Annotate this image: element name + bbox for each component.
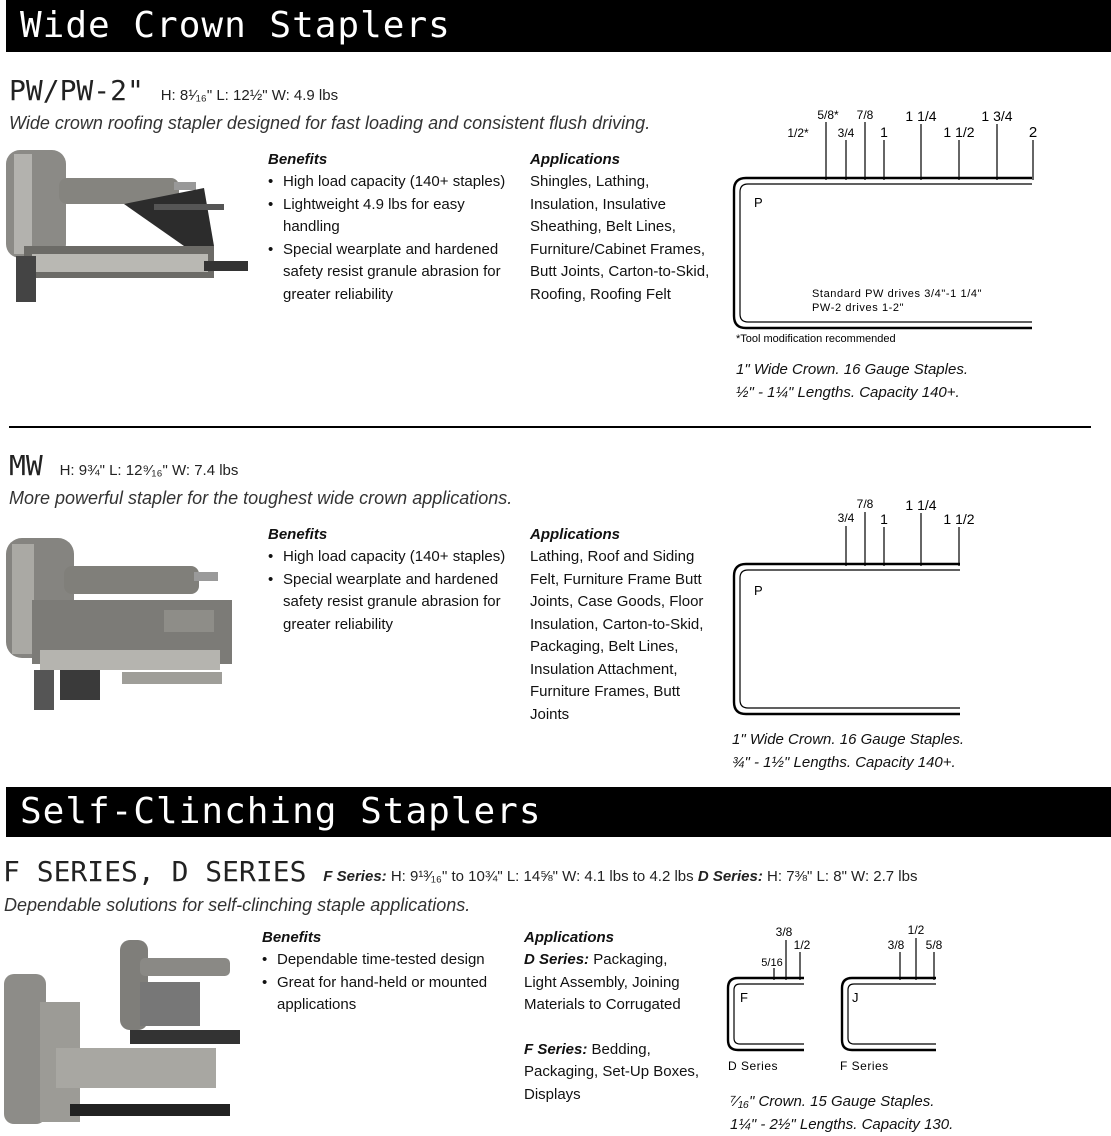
pw-applications: Applications Shingles, Lathing, Insulati…: [530, 149, 716, 306]
f-series-label: F Series: [840, 1059, 889, 1073]
mw-benefits-heading: Benefits: [268, 526, 328, 543]
d-series-label: D Series: [728, 1059, 778, 1073]
staple-letter: J: [852, 990, 859, 1005]
pw-staple-diagram: 1/2* 5/8* 3/4 7/8 1 1 1/4 1 1/2 1 3/4 2 …: [732, 108, 1037, 345]
staple-size-label: 1/2*: [787, 126, 809, 140]
list-item: Lightweight 4.9 lbs for easy handling: [268, 194, 518, 239]
fd-app-d: D Series: Packaging, Light Assembly, Joi…: [524, 949, 704, 1017]
staple-size-label: 1 3/4: [981, 108, 1012, 124]
staple-size-label: 5/8*: [817, 108, 839, 122]
staple-size-label: 5/16: [761, 957, 782, 969]
pw-stapler-photo: [6, 150, 248, 302]
staple-size-label: 1 1/2: [943, 124, 974, 140]
mw-title: MW H: 9¾" L: 12⁹⁄₁₆" W: 7.4 lbs: [9, 449, 238, 482]
mw-applications: Applications Lathing, Roof and Siding Fe…: [530, 524, 714, 726]
pw-applications-text: Shingles, Lathing, Insulation, Insulativ…: [530, 173, 710, 303]
fd-description: Dependable solutions for self-clinching …: [4, 895, 471, 915]
fd-model: F SERIES, D SERIES: [3, 855, 307, 888]
fd-applications: Applications D Series: Packaging, Light …: [524, 927, 704, 1106]
list-item: Special wearplate and hardened safety re…: [268, 239, 518, 307]
staple-size-label: 3/8: [776, 925, 793, 939]
staple-size-label: 3/4: [838, 511, 855, 525]
list-item: Dependable time-tested design: [262, 949, 502, 972]
pw-model: PW/PW-2": [9, 74, 144, 107]
pw-caption-line-1: 1" Wide Crown. 16 Gauge Staples.: [736, 361, 968, 378]
fd-benefits: Benefits Dependable time-tested design G…: [262, 927, 502, 1017]
fd-benefits-heading: Benefits: [262, 929, 322, 946]
pw-caption: 1" Wide Crown. 16 Gauge Staples. ½" - 1¼…: [736, 358, 968, 404]
staple-size-label: 1 1/4: [905, 497, 936, 513]
list-item: High load capacity (140+ staples): [268, 546, 518, 569]
fd-d-label: D Series:: [697, 868, 763, 885]
mw-applications-text: Lathing, Roof and Siding Felt, Furniture…: [530, 548, 704, 723]
pw-benefits-heading: Benefits: [268, 151, 328, 168]
mw-description: More powerful stapler for the toughest w…: [9, 488, 513, 508]
fd-f-label: F Series:: [323, 868, 387, 885]
mw-caption-line-2: ¾" - 1½" Lengths. Capacity 140+.: [732, 754, 956, 771]
section-heading-self-clinching: Self-Clinching Staplers: [6, 787, 1111, 837]
pw-note-1: Standard PW drives 3/4"-1 1/4": [812, 288, 982, 300]
pw-footnote: *Tool modification recommended: [736, 333, 896, 345]
mw-applications-heading: Applications: [530, 526, 621, 543]
fd-app-f-text: Bedding, Packaging, Set-Up Boxes, Displa…: [524, 1040, 700, 1103]
section-heading-wide-crown: Wide Crown Staplers: [6, 0, 1111, 52]
mw-caption: 1" Wide Crown. 16 Gauge Staples. ¾" - 1½…: [732, 728, 964, 774]
fd-stapler-photo: [4, 940, 240, 1124]
staple-size-label: 1/2: [908, 923, 925, 937]
list-item: Great for hand-held or mounted applicati…: [262, 972, 502, 1017]
fd-caption-line-2: 1¼" - 2½" Lengths. Capacity 130.: [730, 1116, 954, 1133]
mw-specs: H: 9¾" L: 12⁹⁄₁₆" W: 7.4 lbs: [59, 462, 239, 479]
staple-letter: F: [740, 990, 748, 1005]
fd-app-d-text: Packaging, Light Assembly, Joining Mater…: [524, 951, 681, 1013]
fd-app-f-label: F Series:: [524, 1040, 588, 1058]
pw-benefits: Benefits High load capacity (140+ staple…: [268, 149, 518, 306]
staple-size-label: 1 1/2: [943, 511, 974, 527]
fd-applications-heading: Applications: [524, 929, 615, 946]
mw-benefits: Benefits High load capacity (140+ staple…: [268, 524, 518, 636]
fd-caption: ⁷⁄₁₆" Crown. 15 Gauge Staples. 1¼" - 2½"…: [730, 1090, 953, 1136]
fd-d-specs: H: 7⅜" L: 8" W: 2.7 lbs: [767, 868, 918, 885]
mw-caption-line-1: 1" Wide Crown. 16 Gauge Staples.: [732, 731, 964, 748]
fd-f-specs: H: 9¹³⁄₁₆" to 10¾" L: 14⅝" W: 4.1 lbs to…: [390, 868, 694, 885]
staple-size-label: 2: [1029, 124, 1037, 141]
mw-staple-diagram: 3/4 7/8 1 1 1/4 1 1/2 P: [732, 497, 975, 716]
staple-size-label: 1: [880, 124, 888, 140]
pw-specs: H: 8¹⁄₁₆" L: 12½" W: 4.9 lbs: [160, 87, 339, 104]
fd-app-f: F Series: Bedding, Packaging, Set-Up Box…: [524, 1039, 704, 1107]
pw-title: PW/PW-2" H: 8¹⁄₁₆" L: 12½" W: 4.9 lbs: [9, 74, 338, 107]
section-heading-text: Self-Clinching Staplers: [20, 791, 542, 832]
pw-applications-heading: Applications: [530, 151, 621, 168]
staple-size-label: 5/8: [926, 938, 943, 952]
mw-stapler-photo: [6, 538, 232, 710]
staple-size-label: 1: [880, 511, 888, 527]
section-divider: [9, 426, 1091, 428]
staple-size-label: 1 1/4: [905, 108, 936, 124]
staple-letter: P: [754, 195, 763, 210]
staple-size-label: 7/8: [857, 497, 874, 511]
pw-description: Wide crown roofing stapler designed for …: [9, 113, 651, 133]
fd-caption-line-1: ⁷⁄₁₆" Crown. 15 Gauge Staples.: [730, 1093, 935, 1110]
staple-size-label: 7/8: [857, 108, 874, 122]
staple-size-label: 3/4: [838, 126, 855, 140]
staple-letter: P: [754, 583, 763, 598]
list-item: Special wearplate and hardened safety re…: [268, 569, 518, 637]
fd-staple-diagram: 5/16 3/8 1/2 F D Series 3/8 1/2 5/8 J F …: [726, 923, 943, 1073]
list-item: High load capacity (140+ staples): [268, 171, 518, 194]
pw-note-2: PW-2 drives 1-2": [812, 302, 904, 314]
staple-size-label: 3/8: [888, 938, 905, 952]
section-heading-text: Wide Crown Staplers: [20, 5, 451, 46]
mw-model: MW: [9, 449, 43, 482]
fd-title: F SERIES, D SERIES F Series: H: 9¹³⁄₁₆" …: [3, 855, 917, 888]
pw-caption-line-2: ½" - 1¼" Lengths. Capacity 140+.: [736, 384, 960, 401]
fd-app-d-label: D Series:: [524, 951, 590, 968]
staple-size-label: 1/2: [794, 938, 811, 952]
